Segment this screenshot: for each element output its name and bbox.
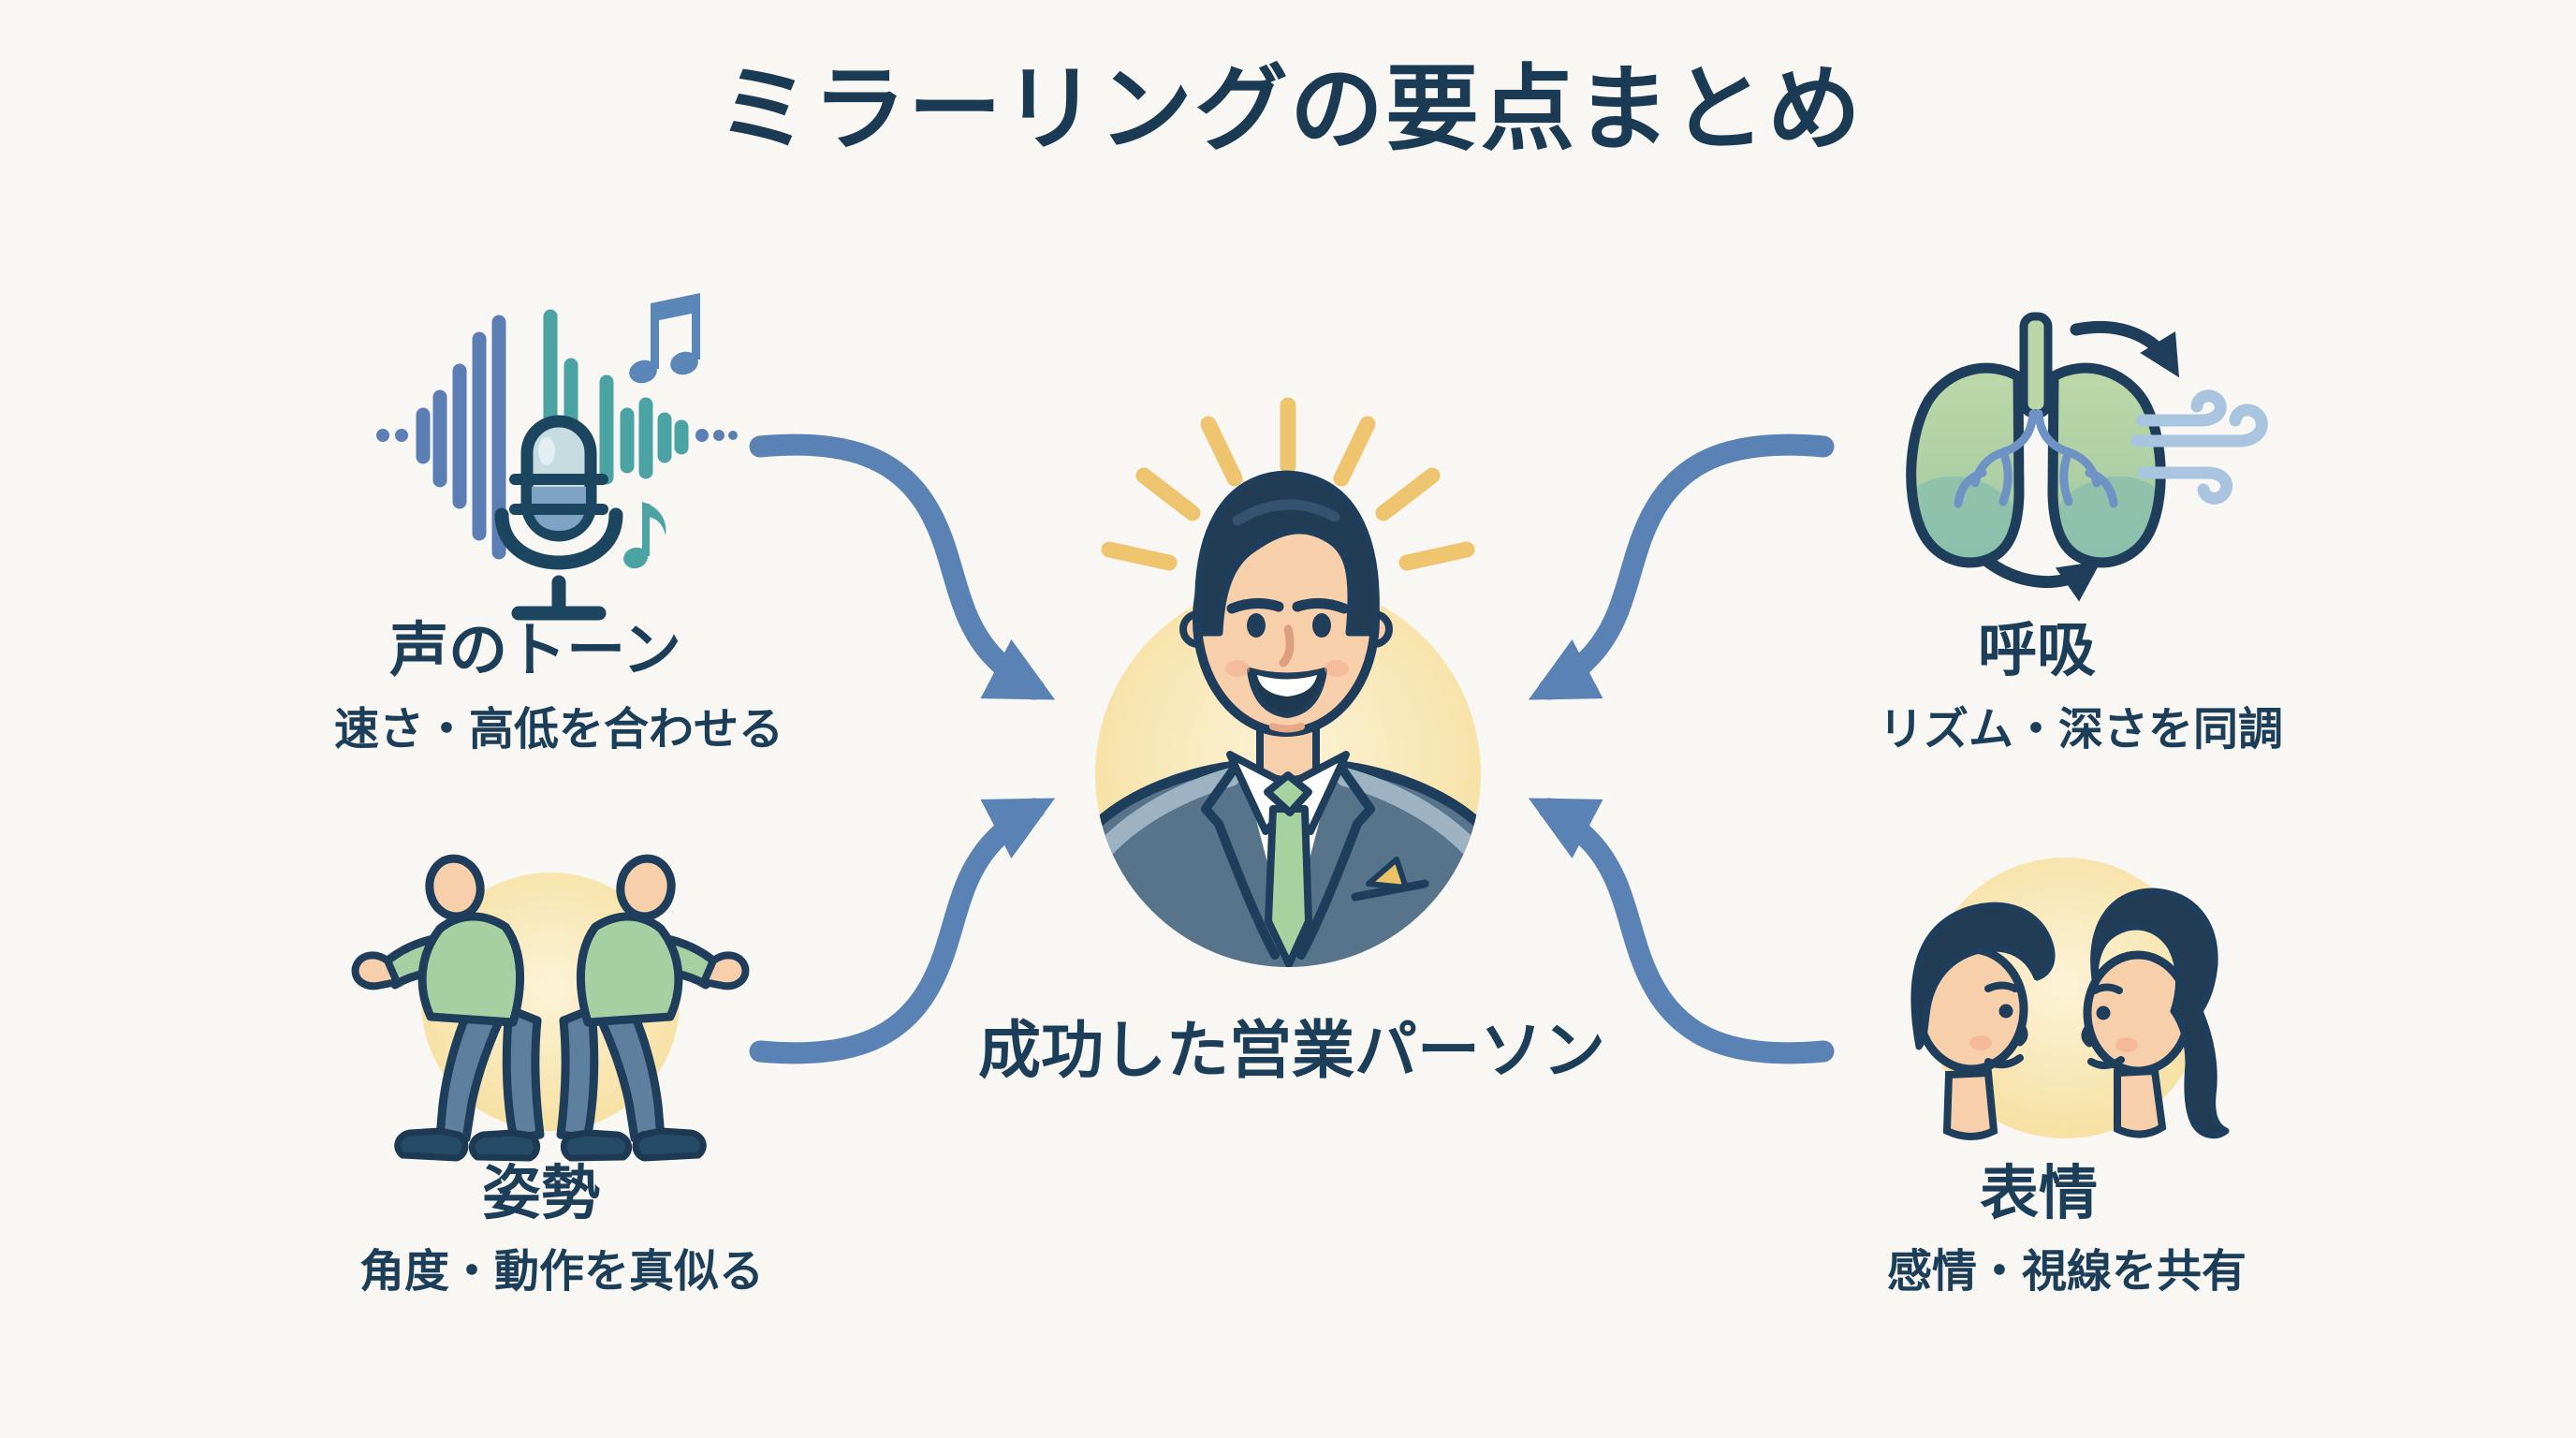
avatar-suit [1095,751,1481,967]
woman-face [2081,888,2230,1139]
face-features [1225,598,1350,733]
center-person-label: 成功した営業パーソン [978,1014,1605,1087]
microphone [494,415,623,621]
wind-swirls [2130,389,2268,505]
expression-sublabel: 感情・視線を共有 [1886,1245,2247,1298]
page-title: ミラーリングの要点まとめ [717,54,1863,164]
voice-tone-sublabel: 速さ・高低を合わせる [333,703,784,756]
lapel-highlights [1095,768,1481,858]
arrow-expression-to-center [1528,798,1835,1064]
salesperson-avatar [1095,397,1481,967]
lungs-icon [1906,312,2268,602]
man-face [1910,902,2056,1140]
mirrored-figures-icon [351,854,746,1162]
breath-cycle-arrows [1982,320,2180,602]
lung-lobes [1906,362,2166,568]
person-figure [351,854,545,1162]
breathing-sublabel: リズム・深さを同調 [1878,703,2284,756]
trachea [2019,312,2053,418]
bronchi [1954,409,2038,508]
posture-label: 姿勢 [482,1159,600,1227]
waveform-bars [376,309,738,560]
breathing-label: 呼吸 [1978,616,2096,684]
voice-tone-label: 声のトーン [389,616,681,684]
arrow-voice-to-center [749,433,1056,700]
tie [1264,771,1312,967]
pocket-square [1351,857,1429,902]
avatar-head [1179,470,1393,784]
microphone-waveform-icon [376,293,738,621]
posture-sublabel: 角度・動作を真似る [359,1245,765,1298]
expression-label: 表情 [1980,1159,2098,1227]
arrow-breath-to-center [1528,433,1835,700]
lapel-lines [1201,759,1375,960]
arrow-posture-to-center [749,798,1056,1064]
music-note-beamed [629,293,700,384]
sun-rays [1101,397,1475,571]
facing-people-icon [1910,858,2230,1140]
music-note-single [623,502,666,569]
